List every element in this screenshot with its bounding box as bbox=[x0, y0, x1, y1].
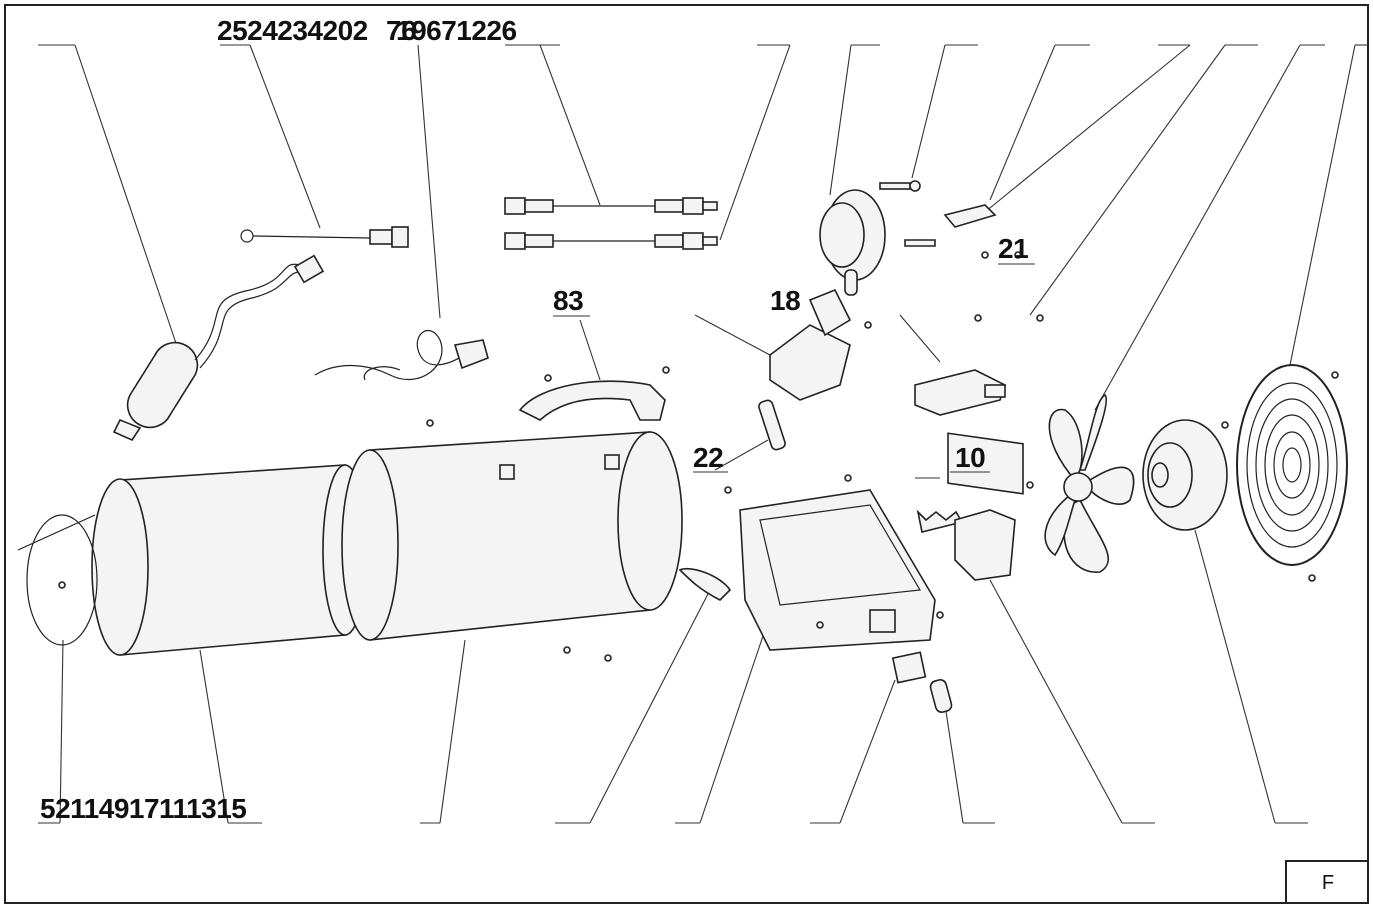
solenoid-valve bbox=[914, 369, 1024, 495]
wire-harness-2 bbox=[504, 232, 718, 250]
callout-18: 18 bbox=[770, 285, 800, 316]
gas-nozzle bbox=[879, 180, 997, 247]
control-knob bbox=[929, 679, 953, 713]
corner-cover bbox=[954, 509, 1016, 581]
callout-22: 22 bbox=[693, 442, 723, 473]
base-housing bbox=[739, 489, 936, 651]
fan-motor bbox=[1142, 419, 1228, 531]
carry-handle bbox=[518, 366, 670, 421]
ignition-electrode bbox=[758, 399, 786, 451]
leader-lines bbox=[59, 44, 1356, 824]
callout-83: 83 bbox=[553, 285, 583, 316]
sheet-corner-box: F bbox=[1285, 860, 1369, 904]
outer-shell-front bbox=[341, 431, 683, 641]
cable-clip bbox=[916, 509, 964, 533]
top-label-left: 2524234202 bbox=[217, 15, 368, 46]
fan-blade bbox=[1044, 394, 1135, 573]
fan-guard bbox=[1236, 364, 1348, 566]
thermostat-cable bbox=[314, 329, 489, 381]
top-label-right: 19671226 bbox=[396, 15, 517, 46]
rocker-switch bbox=[891, 651, 927, 684]
diagram-border bbox=[4, 4, 1369, 904]
gas-regulator bbox=[112, 254, 325, 442]
callout-21: 21 bbox=[998, 233, 1028, 264]
top-label-overlap: 76 bbox=[386, 15, 416, 46]
fasteners bbox=[426, 251, 1339, 662]
wire-harness-1 bbox=[504, 197, 718, 215]
rear-baffle bbox=[17, 514, 98, 646]
sheet-letter: F bbox=[1321, 871, 1335, 894]
bottom-label: 52114917111315 bbox=[40, 793, 246, 824]
combustion-flange bbox=[819, 189, 886, 296]
ignition-lead bbox=[240, 226, 409, 248]
ring-support bbox=[678, 568, 732, 601]
igniter-bracket bbox=[769, 288, 852, 401]
outer-shell-rear bbox=[91, 464, 368, 656]
callout-10: 10 bbox=[955, 442, 985, 473]
